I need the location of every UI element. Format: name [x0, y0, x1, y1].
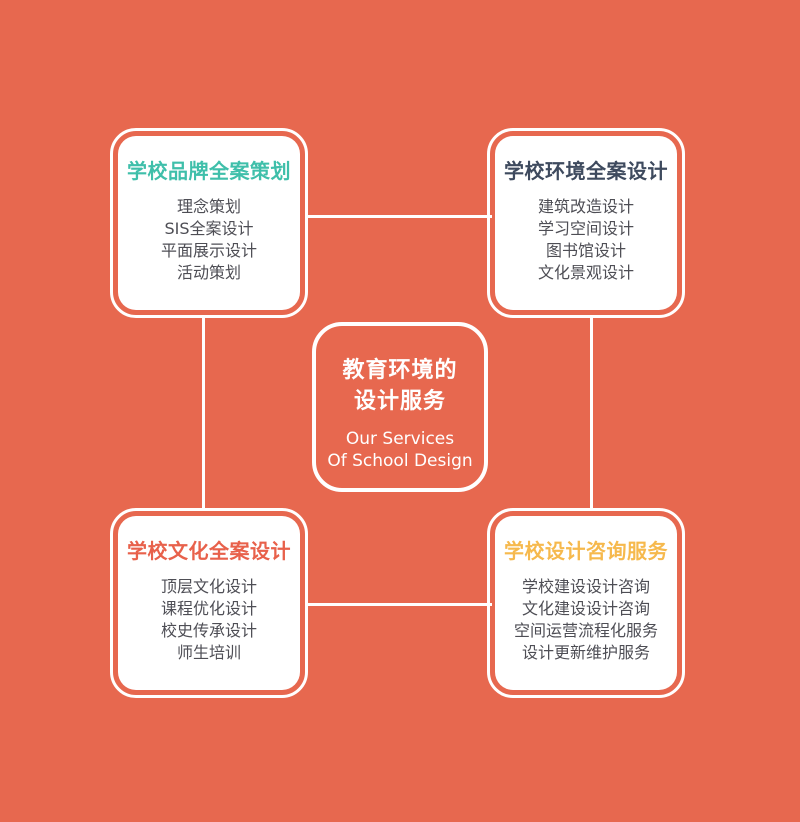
node-culture-design: 学校文化全案设计 顶层文化设计 课程优化设计 校史传承设计 师生培训: [110, 508, 308, 698]
list-item: 学校建设设计咨询: [521, 577, 650, 596]
node-consulting-service-card: 学校设计咨询服务 学校建设设计咨询 文化建设设计咨询 空间运营流程化服务 设计更…: [495, 516, 677, 690]
list-item: 师生培训: [176, 643, 241, 662]
list-item: 理念策划: [176, 197, 241, 216]
center-node: 教育环境的 设计服务 Our Services Of School Design: [312, 322, 488, 492]
node-brand-planning-items: 理念策划 SIS全案设计 平面展示设计 活动策划: [118, 196, 300, 284]
node-consulting-service-items: 学校建设设计咨询 文化建设设计咨询 空间运营流程化服务 设计更新维护服务: [495, 576, 677, 664]
node-brand-planning-title: 学校品牌全案策划: [127, 159, 291, 183]
center-subtitle: Our Services Of School Design: [316, 428, 484, 472]
node-culture-design-items: 顶层文化设计 课程优化设计 校史传承设计 师生培训: [118, 576, 300, 664]
node-brand-planning-card: 学校品牌全案策划 理念策划 SIS全案设计 平面展示设计 活动策划: [118, 136, 300, 310]
list-item: 活动策划: [176, 263, 241, 282]
node-culture-design-card: 学校文化全案设计 顶层文化设计 课程优化设计 校史传承设计 师生培训: [118, 516, 300, 690]
connector-left-vertical: [202, 316, 205, 510]
center-subtitle-line-1: Our Services: [345, 429, 455, 449]
connector-top-horizontal: [306, 215, 492, 218]
list-item: 学习空间设计: [537, 219, 634, 238]
list-item: 文化景观设计: [537, 263, 634, 282]
list-item: 顶层文化设计: [160, 577, 257, 596]
list-item: 图书馆设计: [545, 241, 626, 260]
list-item: 建筑改造设计: [537, 197, 634, 216]
node-consulting-service-title: 学校设计咨询服务: [504, 539, 668, 563]
list-item: 空间运营流程化服务: [513, 621, 658, 640]
center-title: 教育环境的 设计服务: [316, 355, 484, 417]
connector-right-vertical: [590, 316, 593, 510]
list-item: 课程优化设计: [160, 599, 257, 618]
list-item: 平面展示设计: [160, 241, 257, 260]
center-subtitle-line-2: Of School Design: [327, 451, 473, 471]
node-environment-design-card: 学校环境全案设计 建筑改造设计 学习空间设计 图书馆设计 文化景观设计: [495, 136, 677, 310]
list-item: SIS全案设计: [164, 219, 254, 238]
list-item: 校史传承设计: [160, 621, 257, 640]
connector-bottom-horizontal: [306, 603, 492, 606]
node-environment-design-items: 建筑改造设计 学习空间设计 图书馆设计 文化景观设计: [495, 196, 677, 284]
node-brand-planning: 学校品牌全案策划 理念策划 SIS全案设计 平面展示设计 活动策划: [110, 128, 308, 318]
center-title-line-1: 教育环境的: [342, 358, 458, 383]
node-environment-design: 学校环境全案设计 建筑改造设计 学习空间设计 图书馆设计 文化景观设计: [487, 128, 685, 318]
node-environment-design-title: 学校环境全案设计: [504, 159, 668, 183]
node-culture-design-title: 学校文化全案设计: [127, 539, 291, 563]
center-title-line-2: 设计服务: [353, 389, 446, 414]
list-item: 文化建设设计咨询: [521, 599, 650, 618]
list-item: 设计更新维护服务: [521, 643, 650, 662]
node-consulting-service: 学校设计咨询服务 学校建设设计咨询 文化建设设计咨询 空间运营流程化服务 设计更…: [487, 508, 685, 698]
